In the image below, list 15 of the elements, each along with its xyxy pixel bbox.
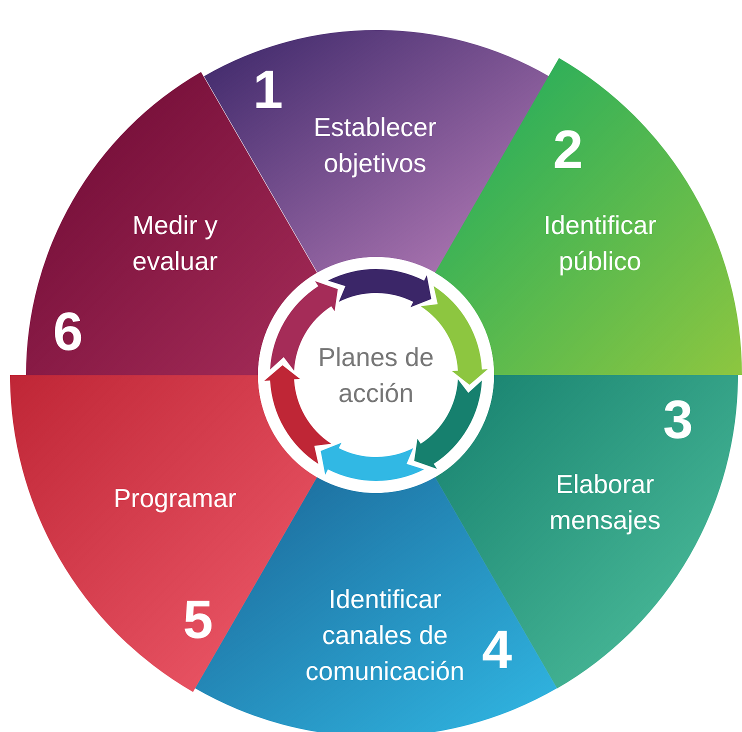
step-label: Establecer objetivos: [312, 111, 438, 180]
step-label: Programar: [112, 482, 238, 515]
wheel-segment: [435, 58, 742, 375]
step-number: 3: [662, 392, 694, 448]
wheel-segment: [26, 72, 317, 375]
step-number: 2: [552, 122, 584, 178]
step-label: Identificar público: [542, 208, 658, 278]
center-label: Planes de acción: [317, 341, 435, 410]
step-number: 1: [252, 62, 284, 118]
step-number: 6: [52, 304, 84, 360]
step-label: Identificar canales de comunicación: [304, 582, 466, 688]
step-label: Elaborar mensajes: [548, 468, 662, 537]
step-number: 4: [482, 622, 512, 678]
step-number: 5: [182, 592, 214, 648]
step-label: Medir y evaluar: [131, 208, 219, 278]
